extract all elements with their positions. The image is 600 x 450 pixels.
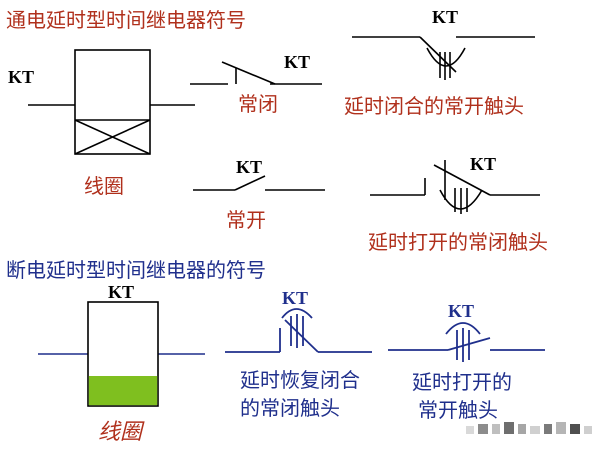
coil-symbol-power-off (38, 301, 205, 407)
kt-label-delay-open-nc: KT (470, 154, 497, 174)
label-delay-close-no: 延时闭合的常开触头 (344, 94, 524, 118)
kt-label-delay-open-no: KT (448, 301, 475, 321)
kt-label-delay-restore-nc: KT (282, 288, 309, 308)
label-delay-open-no-line2: 常开触头 (418, 398, 498, 422)
section-title-power-off: 断电延时型时间继电器的符号 (6, 258, 266, 282)
kt-label-nc: KT (284, 52, 311, 72)
coil-label-power-off: 线圈 (98, 420, 143, 445)
label-delay-open-nc: 延时打开的常闭触头 (368, 230, 548, 254)
kt-label-no: KT (236, 157, 263, 177)
kt-label-delay-close-no: KT (432, 7, 459, 27)
label-normally-open: 常开 (226, 208, 266, 232)
normally-open-contact-symbol (193, 175, 325, 191)
normally-closed-contact-symbol (190, 61, 322, 85)
delay-close-no-contact-symbol (352, 36, 535, 80)
blurred-watermark (466, 422, 592, 434)
label-delay-restore-nc-line2: 的常闭触头 (240, 396, 340, 420)
section-title-power-on: 通电延时型时间继电器符号 (6, 8, 246, 32)
coil-green-fill (88, 376, 158, 406)
delay-open-no-contact-symbol (388, 322, 545, 362)
kt-label-coil-power-off: KT (108, 282, 135, 302)
label-normally-closed: 常闭 (238, 92, 278, 116)
label-delay-restore-nc-line1: 延时恢复闭合 (240, 368, 360, 392)
coil-symbol-power-on (28, 49, 195, 155)
kt-label-coil-power-on: KT (8, 67, 35, 87)
delay-restore-nc-contact-symbol (225, 308, 372, 353)
label-delay-open-no-line1: 延时打开的 (412, 370, 512, 394)
delay-open-nc-contact-symbol (370, 160, 540, 214)
coil-label-power-on: 线圈 (84, 174, 124, 198)
